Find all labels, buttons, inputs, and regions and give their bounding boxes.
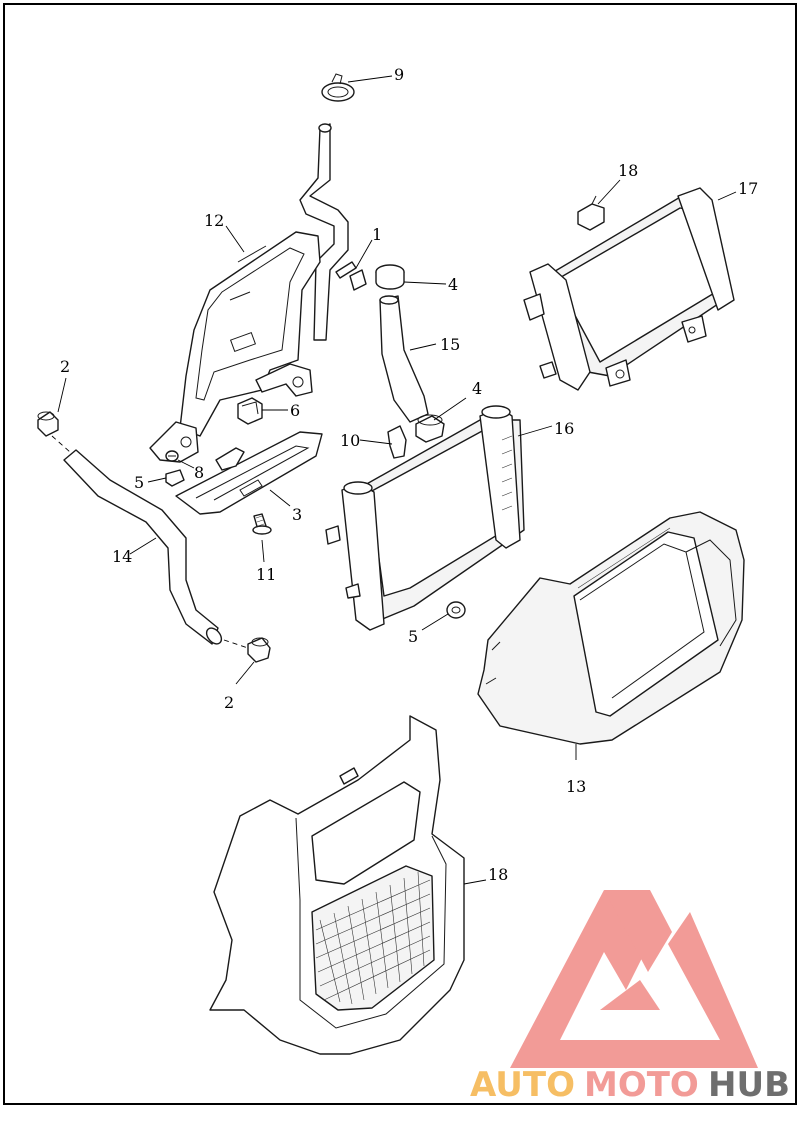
- part-17-radiator-upper: [523, 187, 735, 391]
- dash-line-2-lower: [223, 639, 249, 649]
- callout-11: 11: [256, 565, 276, 584]
- part-8-screw: [165, 450, 179, 462]
- grille-mesh: [315, 871, 431, 1005]
- triangle-logo-icon: [510, 890, 758, 1068]
- part-2-plug-lower: [247, 637, 271, 663]
- callout-13: 13: [566, 777, 586, 796]
- automotohub-watermark: AUTO MOTO HUB: [470, 890, 790, 1105]
- part-11-screw: [252, 513, 272, 535]
- watermark-auto: AUTO: [470, 1065, 575, 1105]
- part-6-clip: [237, 397, 263, 425]
- callout-6: 6: [290, 401, 300, 420]
- callout-15: 15: [440, 335, 460, 354]
- leader-lines: [57, 75, 737, 885]
- part-12-mounting-bracket: [149, 231, 321, 463]
- watermark-moto: MOTO: [584, 1065, 699, 1105]
- callout-17: 17: [738, 179, 758, 198]
- callout-14: 14: [112, 547, 132, 566]
- part-2-plug-upper: [37, 411, 59, 437]
- callout-9: 9: [394, 65, 404, 84]
- part-14-lower-hose: [63, 449, 223, 645]
- part-15-curved-hose: [379, 295, 429, 423]
- part-13-shroud: [477, 511, 745, 745]
- part-4-clamp-upper: [375, 264, 405, 290]
- callout-10: 10: [340, 431, 360, 450]
- callout-3: 3: [292, 505, 302, 524]
- watermark-hub: HUB: [708, 1065, 790, 1105]
- part-9-hose-clamp: [321, 73, 355, 102]
- callout-2-lower: 2: [224, 693, 234, 712]
- callout-1: 1: [372, 225, 382, 244]
- part-3-guard-plate: [175, 431, 323, 515]
- part-1-bolt: [335, 261, 367, 291]
- part-18-lower-fairing: [209, 715, 465, 1055]
- callout-5-lower: 5: [408, 627, 418, 646]
- callout-4-lower: 4: [472, 379, 482, 398]
- part-5-grommet-lower: [446, 601, 466, 619]
- part-10-fitting: [387, 425, 407, 459]
- callout-12: 12: [204, 211, 224, 230]
- callout-16: 16: [554, 419, 574, 438]
- dash-line-2-upper: [51, 435, 71, 453]
- part-5-fastener-upper: [165, 469, 185, 487]
- upper-coolant-pipe: [299, 123, 349, 341]
- part-16-radiator: [325, 405, 525, 631]
- callout-5-upper: 5: [134, 473, 144, 492]
- callout-18-upper: 18: [618, 161, 638, 180]
- callout-8: 8: [194, 463, 204, 482]
- diagram-frame: [3, 3, 797, 1105]
- part-18-sensor: [577, 195, 605, 231]
- part-4-clamp-lower: [415, 414, 445, 443]
- callout-18-lower: 18: [488, 865, 508, 884]
- callout-2-upper: 2: [60, 357, 70, 376]
- callout-4-upper: 4: [448, 275, 458, 294]
